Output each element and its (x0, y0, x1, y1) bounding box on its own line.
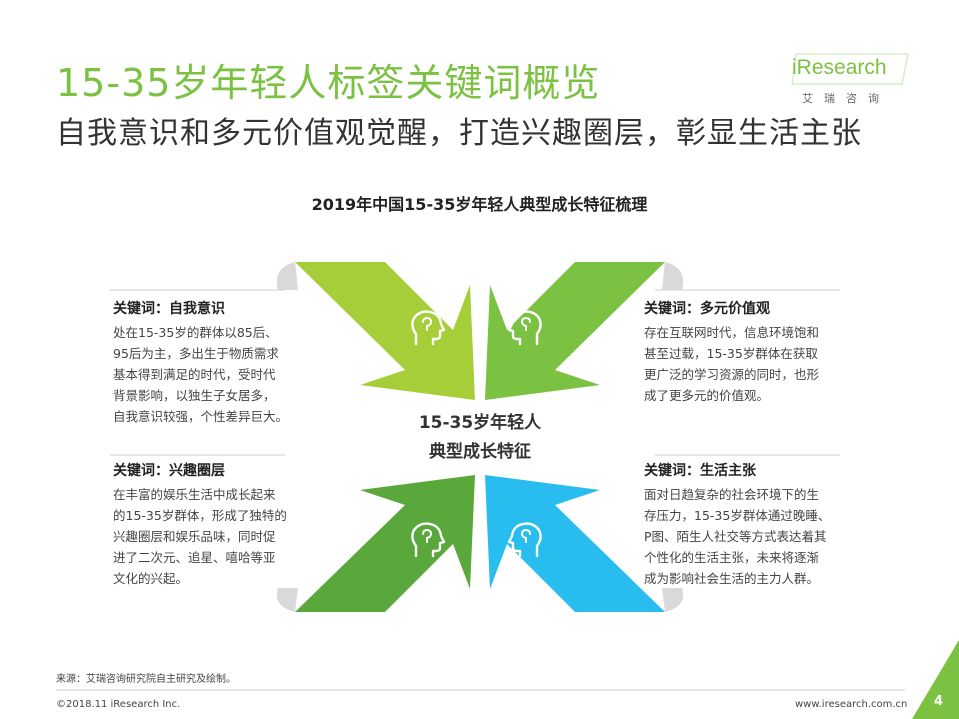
keyword-line: 进了二次元、追星、嘻哈等亚 (113, 550, 276, 565)
keyword-line: 95后为主，多出生于物质需求 (113, 346, 279, 361)
keyword-line: 处在15-35岁的群体以85后、 (113, 325, 278, 340)
center-label: 15-35岁年轻人 典型成长特征 (390, 409, 570, 467)
corner-accent (912, 640, 959, 719)
keyword-description: 处在15-35岁的群体以85后、 95后为主，多出生于物质需求 基本得到满足的时… (113, 322, 313, 427)
keyword-line: 存压力，15-35岁群体通过晚睡、 (644, 508, 831, 523)
iresearch-logo: iResearch 艾瑞咨询 (790, 52, 910, 105)
center-label-line: 典型成长特征 (429, 442, 531, 462)
keyword-line: 背景影响，以独生子女居多， (113, 388, 276, 403)
keyword-line: 在丰富的娱乐生活中成长起来 (113, 487, 276, 502)
arrow-shadow (276, 588, 298, 612)
keyword-line: P图、陌生人社交等方式表达着其 (644, 529, 827, 544)
arrow-bottom-right (485, 475, 665, 612)
keyword-description: 存在互联网时代，信息环境饱和 甚至过载，15-35岁群体在获取 更广泛的学习资源… (644, 322, 854, 406)
arrow-shadow (662, 262, 684, 290)
keyword-line: 面对日趋复杂的社会环境下的生 (644, 487, 820, 502)
source-note: 来源：艾瑞咨询研究院自主研究及绘制。 (56, 674, 236, 685)
copyright: ©2018.11 iResearch Inc. (56, 699, 181, 710)
keyword-title: 关键词：生活主张 (644, 463, 756, 479)
arrow-top-right (485, 262, 665, 400)
head-profile-icon (411, 310, 446, 346)
keyword-line: 更广泛的学习资源的同时，也形 (644, 367, 820, 382)
logo-chinese: 艾瑞咨询 (802, 92, 890, 105)
keyword-line: 成了更多元的价值观。 (644, 388, 770, 403)
keyword-description: 在丰富的娱乐生活中成长起来 的15-35岁群体，形成了独特的 兴趣圈层和娱乐品味… (113, 484, 313, 589)
head-profile-icon (507, 310, 542, 346)
keyword-line: 的15-35岁群体，形成了独特的 (113, 508, 287, 523)
keyword-title: 关键词：多元价值观 (644, 301, 770, 317)
keyword-line: 甚至过载，15-35岁群体在获取 (644, 346, 818, 361)
page-number: 4 (934, 694, 944, 709)
keyword-title: 关键词：兴趣圈层 (113, 463, 225, 479)
arrow-top-left (295, 262, 475, 400)
keyword-line: 兴趣圈层和娱乐品味，同时促 (113, 529, 276, 544)
keyword-line: 个性化的生活主张，未来将逐渐 (644, 550, 820, 565)
center-label-line: 15-35岁年轻人 (418, 413, 542, 433)
arrow-shadow (276, 262, 298, 290)
diagram-title: 2019年中国15-35岁年轻人典型成长特征梳理 (311, 195, 648, 214)
keyword-line: 存在互联网时代，信息环境饱和 (644, 325, 820, 340)
keyword-description: 面对日趋复杂的社会环境下的生 存压力，15-35岁群体通过晚睡、 P图、陌生人社… (644, 484, 854, 589)
page-subtitle: 自我意识和多元价值观觉醒，打造兴趣圈层，彰显生活主张 (56, 116, 862, 151)
keyword-title: 关键词：自我意识 (113, 301, 225, 317)
keyword-line: 基本得到满足的时代，受时代 (113, 367, 276, 382)
logo-wordmark: iResearch (792, 56, 887, 79)
arrow-shadow (662, 588, 684, 612)
logo-shape (791, 53, 909, 85)
keyword-line: 成为影响社会生活的主力人群。 (644, 571, 820, 586)
head-profile-icon (411, 522, 446, 558)
keyword-line: 文化的兴起。 (113, 571, 189, 586)
page-title: 15-35岁年轻人标签关键词概览 (56, 61, 601, 105)
website-link[interactable]: www.iresearch.com.cn (795, 699, 908, 710)
keyword-line: 自我意识较强，个性差异巨大。 (113, 409, 289, 424)
keyword-diverse-values: 关键词：多元价值观 存在互联网时代，信息环境饱和 甚至过载，15-35岁群体在获… (644, 298, 854, 406)
arrow-bottom-left (295, 475, 475, 612)
head-profile-icon (507, 522, 542, 558)
keyword-life-attitude: 关键词：生活主张 面对日趋复杂的社会环境下的生 存压力，15-35岁群体通过晚睡… (644, 460, 854, 589)
keyword-interest-circles: 关键词：兴趣圈层 在丰富的娱乐生活中成长起来 的15-35岁群体，形成了独特的 … (113, 460, 313, 589)
keyword-self-awareness: 关键词：自我意识 处在15-35岁的群体以85后、 95后为主，多出生于物质需求… (113, 298, 313, 427)
